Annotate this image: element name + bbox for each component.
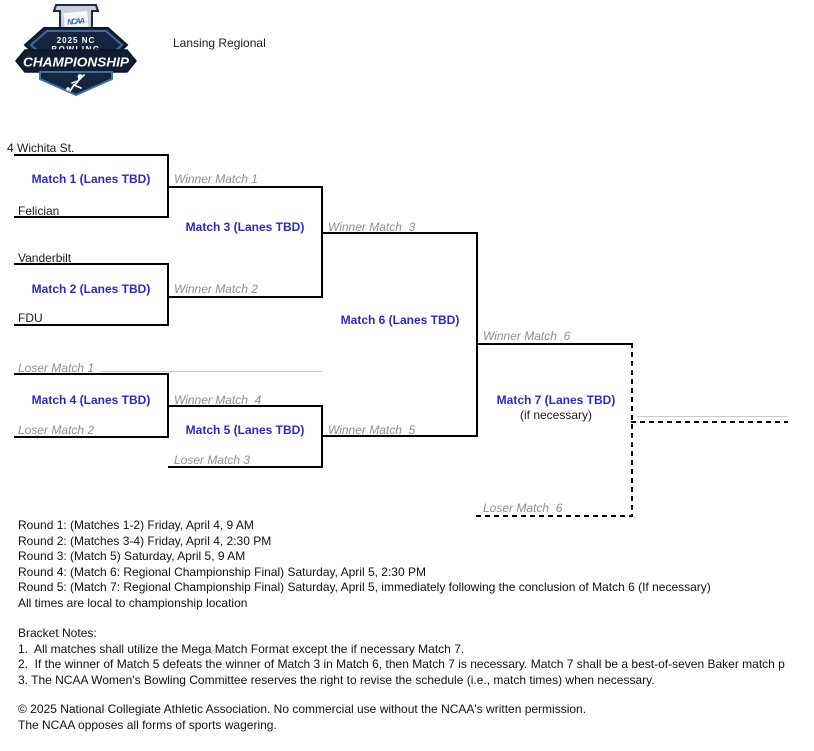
schedule-block: Round 1: (Matches 1-2) Friday, April 4, … <box>18 518 711 611</box>
line-loser3-underline <box>168 466 323 468</box>
logo-year-text: 2025 NC <box>57 36 96 45</box>
line-match3-bracket <box>321 186 323 298</box>
schedule-round5: Round 5: (Match 7: Regional Championship… <box>18 580 711 594</box>
match2-label: Match 2 (Lanes TBD) <box>31 282 151 296</box>
line-winner2-slot <box>168 296 323 298</box>
slot-loser-match1: Loser Match 1 <box>18 361 95 375</box>
line-winner4-slot <box>168 405 323 407</box>
schedule-round1: Round 1: (Matches 1-2) Friday, April 4, … <box>18 518 254 532</box>
line-match6-bracket <box>476 232 478 437</box>
slot-loser-match3: Loser Match 3 <box>174 453 251 467</box>
match7-label: Match 7 (Lanes TBD) <box>496 393 616 407</box>
match7-if-necessary-label: (if necessary) <box>519 408 593 422</box>
team-felician: Felician <box>18 204 60 218</box>
team-fdu: FDU <box>18 311 43 325</box>
schedule-round2: Round 2: (Matches 3-4) Friday, April 4, … <box>18 533 272 548</box>
match4-label: Match 4 (Lanes TBD) <box>31 393 151 407</box>
championship-logo-icon: NCAA 2025 NC BOWLING CHAMPIONSHIP <box>15 4 137 96</box>
bracket-note-2: 2. If the winner of Match 5 defeats the … <box>18 657 785 671</box>
line-team1-underline <box>14 154 169 156</box>
team-vanderbilt: Vanderbilt <box>18 251 72 265</box>
slot-winner-match4: Winner Match 4 <box>174 393 262 407</box>
slot-winner-match1: Winner Match 1 <box>174 172 258 186</box>
line-winner1-slot <box>168 186 323 188</box>
line-team2-underline <box>14 216 169 218</box>
line-champion-slot-dashed <box>631 421 788 423</box>
line-loser6-slot-dashed <box>476 515 633 517</box>
slot-winner-match2: Winner Match 2 <box>174 282 258 296</box>
line-winner6-slot <box>477 343 633 345</box>
line-loser2-underline <box>14 436 169 438</box>
match6-label: Match 6 (Lanes TBD) <box>340 313 460 327</box>
line-loser1-fillin <box>100 371 322 372</box>
copyright-block: © 2025 National Collegiate Athletic Asso… <box>18 702 586 733</box>
line-match7-bracket-dashed <box>631 343 633 517</box>
ncaa-trophy-label: NCAA <box>67 16 86 27</box>
regional-title: Lansing Regional <box>173 36 266 50</box>
line-team3-underline <box>14 263 169 265</box>
match5-label: Match 5 (Lanes TBD) <box>185 423 305 437</box>
line-team4-underline <box>14 324 169 326</box>
slot-winner-match3: Winner Match 3 <box>328 220 416 234</box>
match3-label: Match 3 (Lanes TBD) <box>185 220 305 234</box>
team-wichita-st: 4 Wichita St. <box>7 141 75 155</box>
bracket-note-1: 1. All matches shall utilize the Mega Ma… <box>18 641 465 656</box>
match1-label: Match 1 (Lanes TBD) <box>31 172 151 186</box>
line-winner3-slot <box>322 232 478 234</box>
schedule-local-times-note: All times are local to championship loca… <box>18 595 248 610</box>
logo-championship-text: CHAMPIONSHIP <box>23 56 130 70</box>
slot-loser-match2: Loser Match 2 <box>18 423 95 437</box>
bracket-notes-block: Bracket Notes: 1. All matches shall util… <box>18 626 785 688</box>
slot-winner-match5: Winner Match 5 <box>328 423 416 437</box>
slot-loser-match6: Loser Match 6 <box>483 501 563 515</box>
wagering-line: The NCAA opposes all forms of sports wag… <box>18 717 277 732</box>
line-match2-bracket <box>167 263 169 326</box>
line-loser1-underline <box>14 373 169 375</box>
schedule-round3: Round 3: (Match 5) Saturday, April 5, 9 … <box>18 549 246 563</box>
slot-winner-match6: Winner Match 6 <box>483 329 571 343</box>
bracket-note-3: 3. The NCAA Women's Bowling Committee re… <box>18 672 655 687</box>
copyright-line: © 2025 National Collegiate Athletic Asso… <box>18 702 587 716</box>
schedule-round4: Round 4: (Match 6: Regional Championship… <box>18 564 426 579</box>
line-champion-fillin <box>637 416 787 417</box>
line-winner5-slot <box>322 435 478 437</box>
bracket-notes-title: Bracket Notes: <box>18 626 97 640</box>
